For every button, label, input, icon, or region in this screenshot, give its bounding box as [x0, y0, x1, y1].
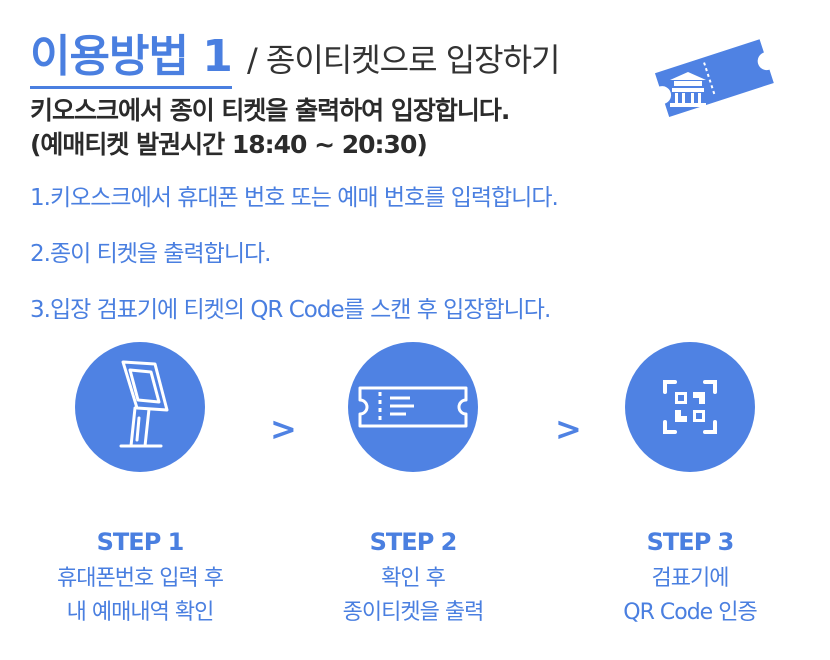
step-2-label: STEP 2 확인 후 종이티켓을 출력 — [303, 528, 523, 630]
next-arrow: > — [270, 410, 297, 448]
qr-code-icon — [625, 342, 755, 472]
step-title: STEP 1 — [96, 528, 185, 556]
step-3-label: STEP 3 검표기에 QR Code 인증 — [580, 528, 800, 630]
step-desc-line: 휴대폰번호 입력 후 — [57, 566, 224, 591]
step-description: 휴대폰번호 입력 후 내 예매내역 확인 — [30, 562, 250, 630]
step-desc-line: QR Code 인증 — [623, 600, 757, 625]
step-1-label: STEP 1 휴대폰번호 입력 후 내 예매내역 확인 — [30, 528, 250, 630]
step-description: 확인 후 종이티켓을 출력 — [303, 562, 523, 630]
ticket-icon — [348, 342, 478, 472]
intro-line-2: (예매티켓 발권시간 18:40 ~ 20:30) — [30, 130, 428, 159]
intro-text: 키오스크에서 종이 티켓을 출력하여 입장합니다. (예매티켓 발권시간 18:… — [30, 94, 510, 162]
instruction-item: 3.입장 검표기에 티켓의 QR Code를 스캔 후 입장합니다. — [30, 297, 551, 323]
instruction-item: 1.키오스크에서 휴대폰 번호 또는 예매 번호를 입력합니다. — [30, 185, 559, 211]
page-title: 이용방법 1 / 종이티켓으로 입장하기 — [30, 20, 561, 89]
step-desc-line: 확인 후 — [381, 566, 446, 591]
intro-line-1: 키오스크에서 종이 티켓을 출력하여 입장합니다. — [30, 96, 510, 125]
step-description: 검표기에 QR Code 인증 — [580, 562, 800, 630]
kiosk-icon — [75, 342, 205, 472]
step-desc-line: 검표기에 — [651, 566, 730, 591]
instruction-item: 2.종이 티켓을 출력합니다. — [30, 241, 271, 267]
next-arrow: > — [555, 410, 582, 448]
step-title: STEP 3 — [646, 528, 735, 556]
step-title: STEP 2 — [369, 528, 458, 556]
ticket-badge-icon — [650, 30, 780, 130]
step-desc-line: 내 예매내역 확인 — [66, 600, 215, 625]
step-desc-line: 종이티켓을 출력 — [342, 600, 485, 625]
title-subtitle: / 종이티켓으로 입장하기 — [246, 41, 561, 79]
title-main: 이용방법 1 — [30, 20, 233, 89]
